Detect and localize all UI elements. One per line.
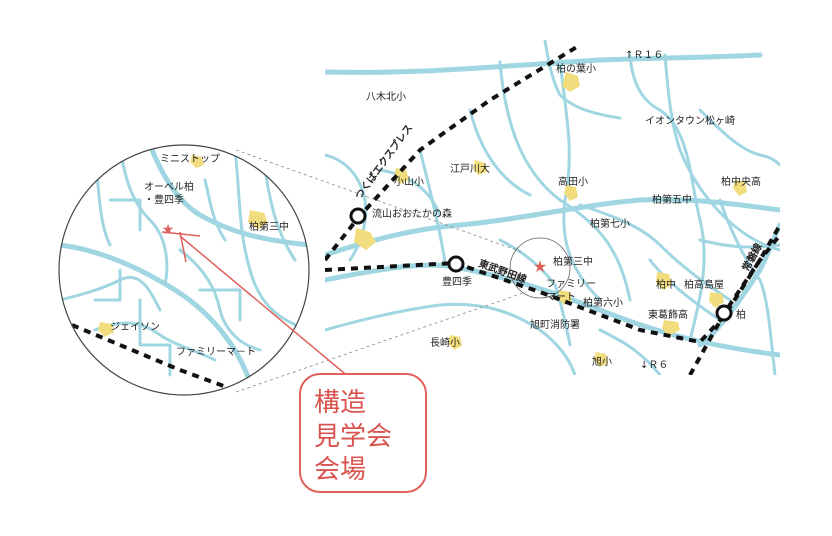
kashiwanoha-school-label: 柏の葉小 bbox=[556, 62, 596, 75]
main-map: ★ ↑Ｒ１６ 柏の葉小 八木北小 イオンタウン松ヶ崎 江戸川大 小山小 高田小 … bbox=[325, 40, 780, 375]
venue-vicinity-circle bbox=[509, 237, 571, 299]
takada-school-label: 高田小 bbox=[558, 175, 588, 188]
ministop-label: ミニストップ bbox=[160, 153, 220, 165]
familymart-label-1: ファミリー bbox=[546, 279, 596, 290]
kashiwa-station-label: 柏 bbox=[736, 308, 746, 321]
yagikita-school-label: 八木北小 bbox=[366, 91, 406, 103]
route16-label: ↑Ｒ１６ bbox=[625, 50, 663, 61]
star-icon: ★ bbox=[162, 222, 175, 238]
tobu-noda-line-label: 東武野田線 bbox=[477, 257, 528, 286]
inset-familymart-label: ファミリーマ－ト bbox=[176, 347, 256, 358]
kashiwa-6th-elem-label: 柏第六小 bbox=[583, 296, 623, 309]
callout-leader-line bbox=[179, 235, 351, 379]
kashiwa-chuo-high-label: 柏中央高 bbox=[721, 175, 761, 188]
edogawa-univ-label: 江戸川大 bbox=[450, 162, 490, 175]
inset-map: ★ ミニストップ オーベル柏 ・豊四季 柏第三中 ジェイソン ファミリーマ－ト bbox=[58, 144, 310, 396]
koyama-school-label: 小山小 bbox=[394, 176, 424, 188]
jayson-label: ジェイソン bbox=[110, 322, 160, 333]
inset-tobu-noda-line bbox=[59, 318, 241, 394]
nagareyama-otakanomori-label: 流山おおたかの森 bbox=[372, 207, 452, 220]
asahicho-fire-station-label: 旭町消防署 bbox=[530, 318, 580, 331]
nagasaki-school-label: 長崎小 bbox=[430, 336, 460, 349]
inset-kashiwa-3rd-jhs-label: 柏第三中 bbox=[249, 220, 289, 233]
callout-line-2: 見学会 bbox=[314, 422, 392, 452]
station-ring-icon bbox=[715, 304, 733, 322]
kashiwa-3rd-jhs-label: 柏第三中 bbox=[553, 255, 593, 268]
station-ring-icon bbox=[447, 255, 465, 273]
tsukuba-express-line bbox=[325, 43, 582, 262]
inset-roads bbox=[59, 145, 309, 395]
star-icon: ★ bbox=[533, 257, 547, 276]
kashiwa-5th-jhs-label: 柏第五中 bbox=[652, 193, 692, 206]
obel-kashiwa-label-1: オーベル柏 bbox=[144, 180, 194, 193]
aeon-town-label: イオンタウン松ヶ崎 bbox=[645, 114, 735, 127]
callout-line-3: 会場 bbox=[314, 455, 366, 485]
higashi-katsushika-high-label: 東葛飾高 bbox=[648, 308, 688, 321]
tobu-noda-line bbox=[325, 224, 780, 345]
inset-connector-top bbox=[235, 149, 523, 253]
venue-callout: 構造 見学会 会場 bbox=[299, 373, 427, 493]
familymart-label-2: マート bbox=[546, 292, 576, 303]
kashiwa-jhs-label: 柏中 bbox=[656, 278, 676, 291]
main-school-patches bbox=[354, 72, 747, 367]
main-roads bbox=[325, 40, 780, 375]
inset-school-patches bbox=[98, 155, 268, 337]
kashiwa-7th-elem-label: 柏第七小 bbox=[590, 217, 630, 230]
inset-border bbox=[58, 144, 310, 396]
toyoshiki-station-label: 豊四季 bbox=[442, 275, 472, 288]
asahi-school-label: 旭小 bbox=[592, 356, 612, 368]
obel-kashiwa-label-2: ・豊四季 bbox=[144, 193, 184, 206]
callout-line-1: 構造 bbox=[314, 388, 366, 418]
route6-label: ↓Ｒ６ bbox=[640, 360, 668, 371]
kashiwa-takashimaya-label: 柏高島屋 bbox=[684, 278, 724, 291]
main-railways bbox=[325, 43, 780, 375]
station-ring-icon bbox=[349, 207, 367, 225]
